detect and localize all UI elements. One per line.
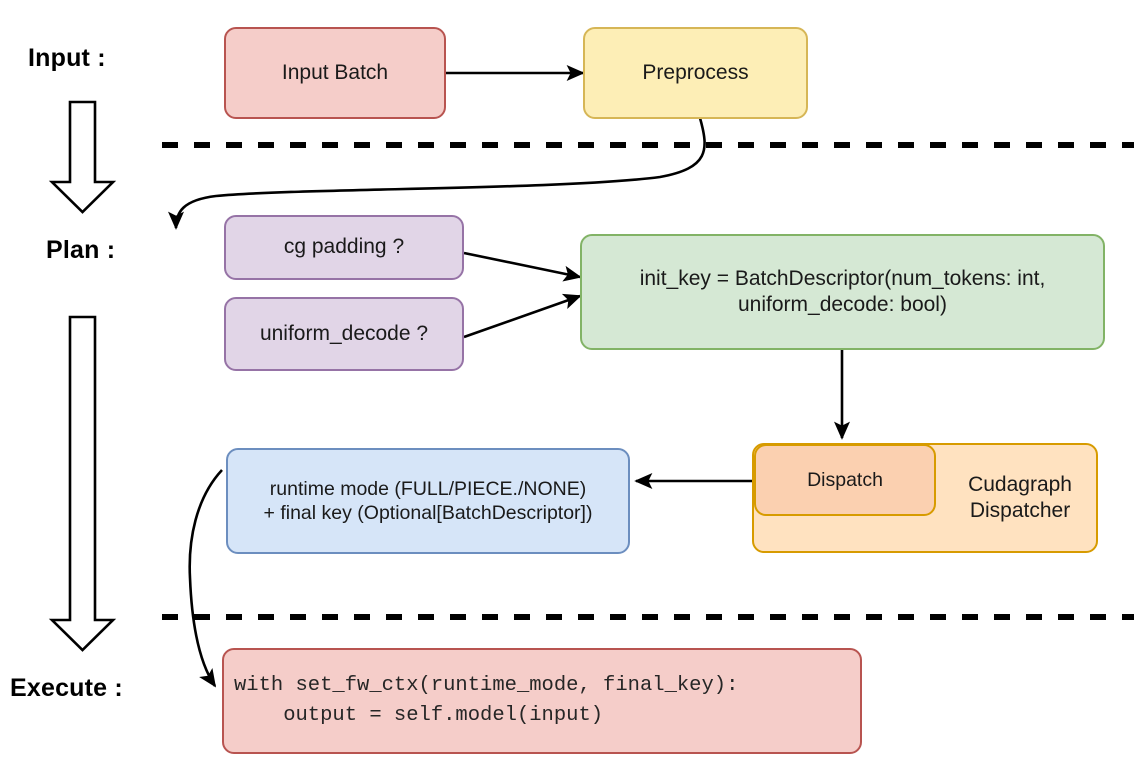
stage-label-execute: Execute : (10, 674, 123, 702)
node-dispatch[interactable]: Dispatch (754, 444, 936, 516)
flow-arrow-input-to-plan (48, 100, 117, 214)
edge-uniform-decode-to-init-key (463, 293, 582, 339)
node-cg-padding[interactable]: cg padding ? (224, 215, 464, 280)
stage-label-plan: Plan : (46, 236, 116, 264)
edge-runtime-mode-to-execute-code (188, 469, 223, 688)
node-runtime-mode[interactable]: runtime mode (FULL/PIECE./NONE) + final … (226, 448, 630, 554)
node-init-key[interactable]: init_key = BatchDescriptor(num_tokens: i… (580, 234, 1105, 350)
node-preprocess[interactable]: Preprocess (583, 27, 808, 119)
flow-arrow-plan-to-execute (48, 315, 117, 652)
edge-cg-padding-to-init-key (463, 251, 582, 282)
node-execute-code[interactable]: with set_fw_ctx(runtime_mode, final_key)… (222, 648, 862, 754)
node-uniform-decode[interactable]: uniform_decode ? (224, 297, 464, 371)
stage-label-input: Input : (28, 44, 106, 72)
node-input-batch[interactable]: Input Batch (224, 27, 446, 119)
edge-preprocess-to-cg-padding (167, 117, 706, 230)
